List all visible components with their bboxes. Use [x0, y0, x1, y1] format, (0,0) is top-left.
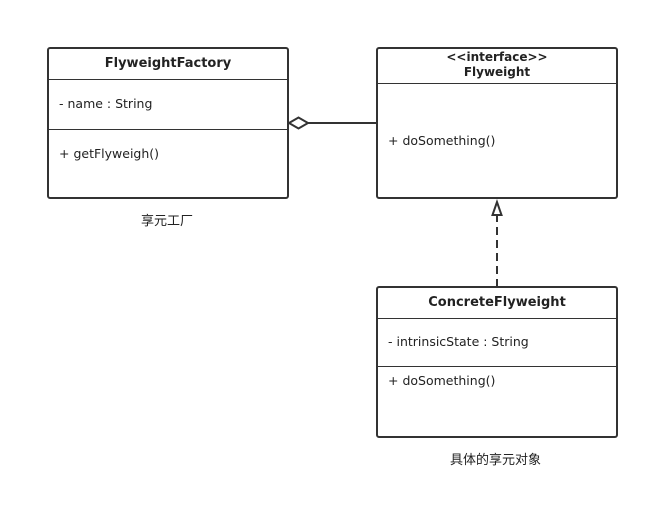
methods-section: + doSomething(): [378, 367, 616, 436]
methods-section: + getFlyweigh(): [49, 130, 287, 197]
methods-section: + doSomething(): [378, 84, 616, 197]
caption-factory: 享元工厂: [141, 214, 194, 229]
realization-arrowhead: [491, 198, 503, 216]
class-concrete-flyweight[interactable]: ConcreteFlyweight - intrinsicState : Str…: [376, 286, 618, 438]
class-name: FlyweightFactory: [104, 56, 232, 71]
method-get-flyweigh: + getFlyweigh(): [59, 146, 160, 161]
class-name: ConcreteFlyweight: [428, 295, 566, 310]
caption-concrete: 具体的享元对象: [450, 453, 542, 468]
attribute-intrinsic-state: - intrinsicState : String: [388, 334, 529, 349]
attributes-section: - name : String: [49, 80, 287, 130]
attributes-section: - intrinsicState : String: [378, 319, 616, 367]
class-flyweight-factory[interactable]: FlyweightFactory - name : String + getFl…: [47, 47, 289, 199]
class-name-section: FlyweightFactory: [49, 49, 287, 80]
method-do-something: + doSomething(): [388, 373, 496, 388]
class-name-section: ConcreteFlyweight: [378, 288, 616, 319]
attribute-name: - name : String: [59, 96, 153, 111]
stereotype-label: <<interface>>: [446, 50, 548, 64]
interface-name: Flyweight: [463, 65, 531, 79]
interface-name-section: <<interface>> Flyweight: [378, 49, 616, 84]
method-do-something: + doSomething(): [388, 133, 496, 148]
aggregation-diamond: [287, 116, 310, 130]
interface-flyweight[interactable]: <<interface>> Flyweight + doSomething(): [376, 47, 618, 199]
